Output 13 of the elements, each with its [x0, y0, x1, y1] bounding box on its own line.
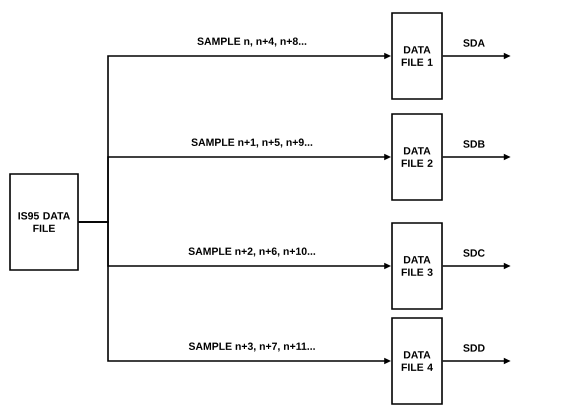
edge-label: SDD: [462, 343, 486, 353]
file-box: DATA FILE 4: [391, 317, 443, 405]
edge-label: SAMPLE n, n+4, n+8...: [196, 36, 308, 48]
edge-label: SAMPLE n+2, n+6, n+10...: [187, 246, 317, 258]
edge-label: SAMPLE n+3, n+7, n+11...: [188, 342, 317, 352]
edge-label: SAMPLE n+1, n+5, n+9...: [190, 138, 314, 148]
edge-label: SDC: [462, 248, 486, 258]
file-box: DATA FILE 1: [391, 12, 443, 100]
edge-label: SDB: [462, 139, 486, 149]
file-box: DATA FILE 2: [391, 113, 443, 201]
edge-label: SDA: [462, 38, 486, 48]
file-box: IS95 DATA FILE: [9, 173, 79, 271]
file-box: DATA FILE 3: [391, 222, 443, 310]
